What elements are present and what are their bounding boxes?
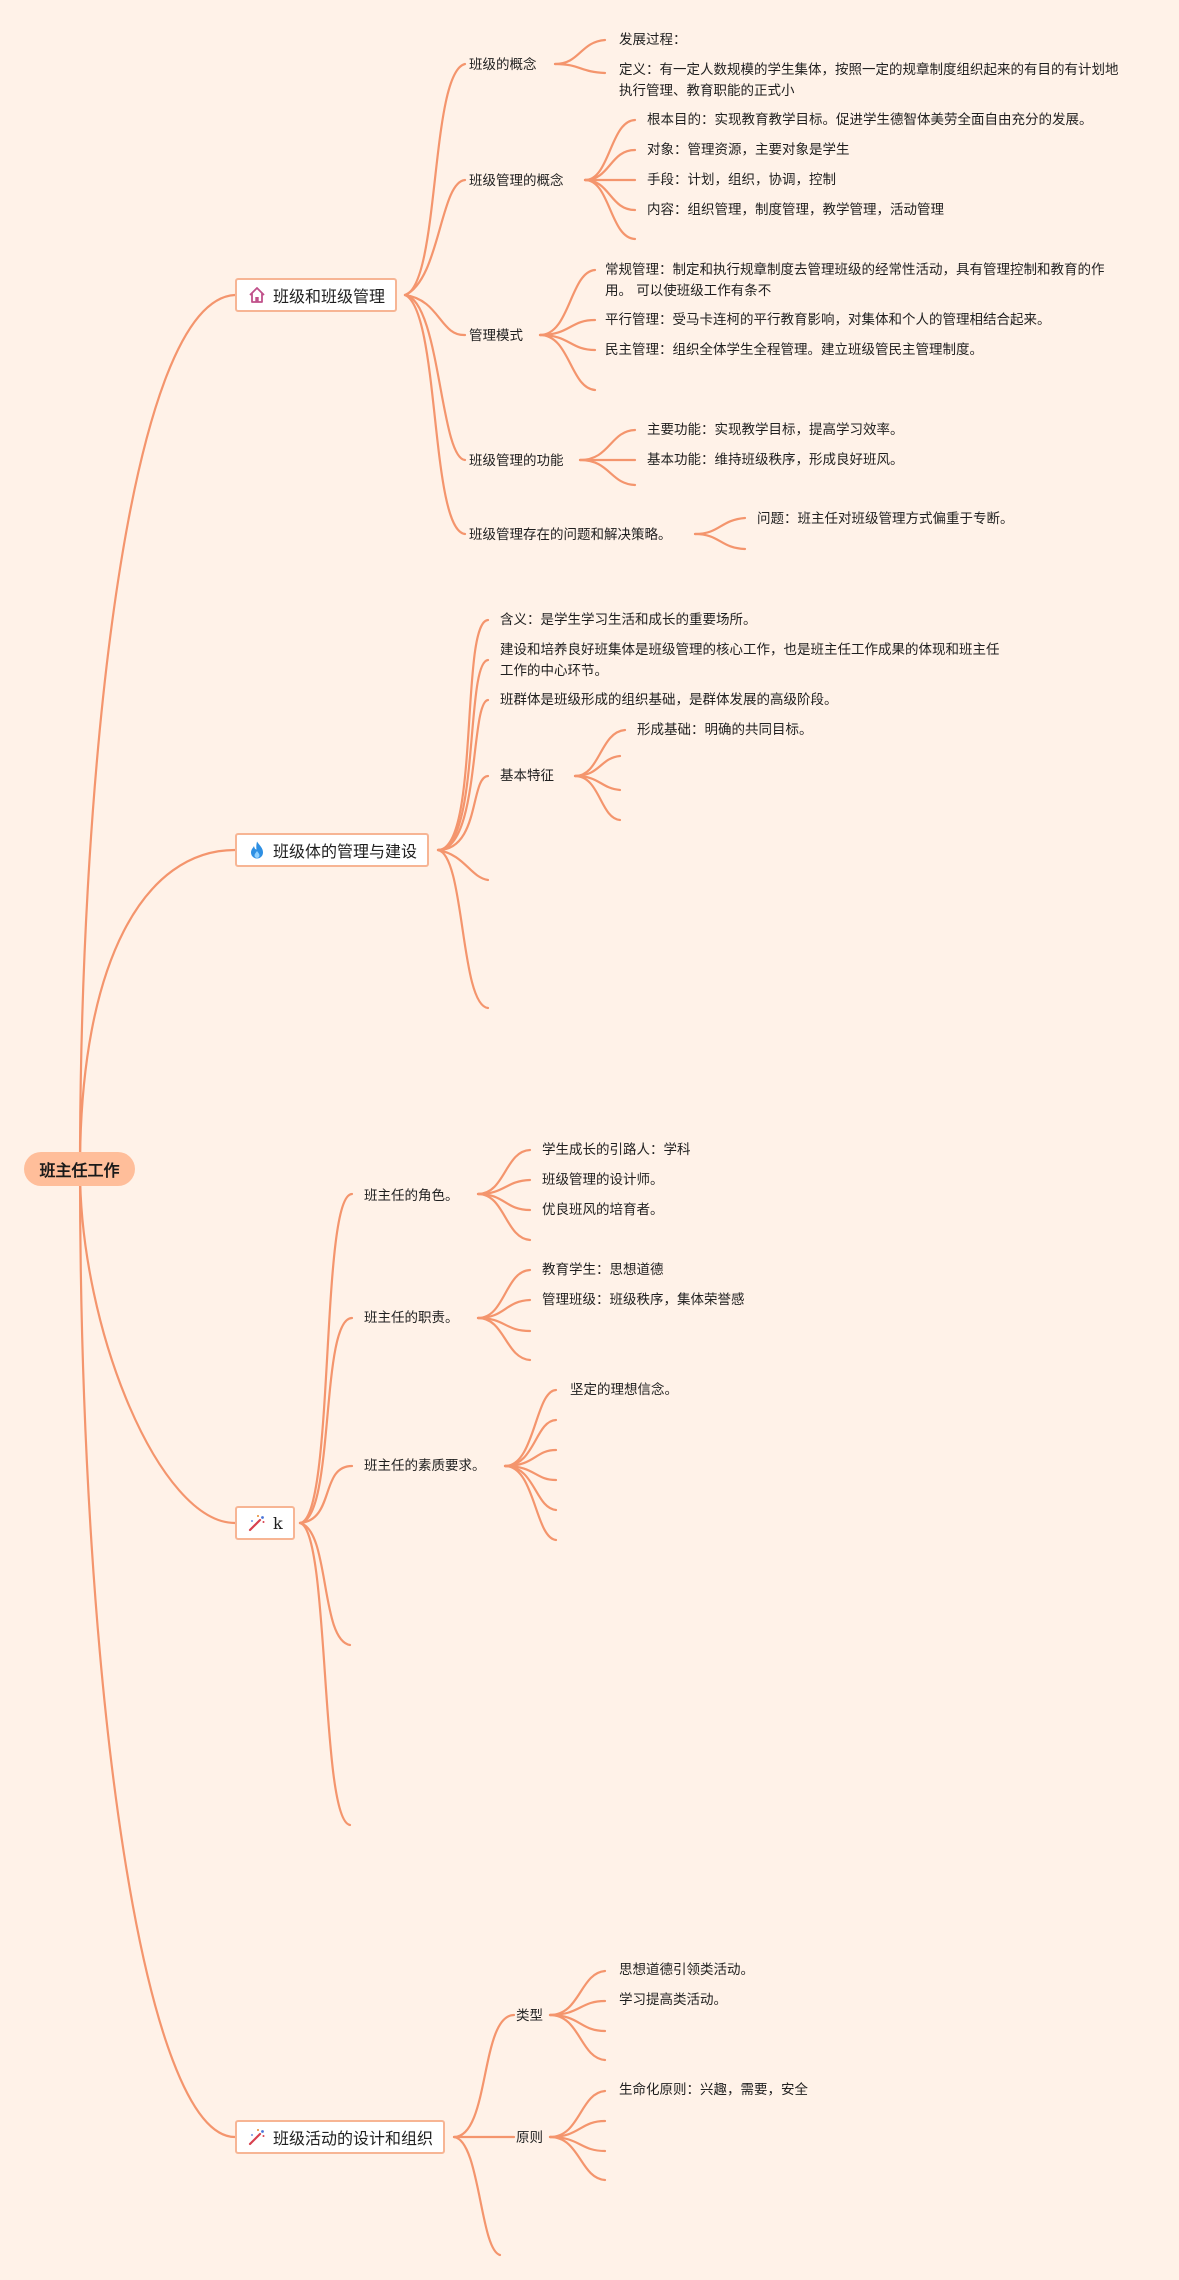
leaf-means[interactable]: 手段：计划，组织，协调，控制 xyxy=(647,172,836,188)
wand-icon xyxy=(247,2127,267,2147)
leaf-democratic-management[interactable]: 民主管理：组织全体学生全程管理。建立班级管民主管理制度。 xyxy=(605,342,983,358)
connector-root-branch2 xyxy=(78,848,237,1171)
home-icon xyxy=(247,285,267,305)
leaf-parallel-management[interactable]: 平行管理：受马卡连柯的平行教育影响，对集体和个人的管理相结合起来。 xyxy=(605,312,1051,328)
leaf-purpose[interactable]: 根本目的：实现教育教学目标。促进学生德智体美劳全面自由充分的发展。 xyxy=(647,112,1093,128)
topic-teacher-qualities[interactable]: 班主任的素质要求。 xyxy=(364,1458,486,1474)
branch-label: 班级活动的设计和组织 xyxy=(273,2129,434,2148)
connector-root-branch4 xyxy=(78,1167,237,2139)
leaf-firm-belief[interactable]: 坚定的理想信念。 xyxy=(570,1382,678,1398)
branch-class-management[interactable]: 班级和班级管理 xyxy=(235,278,398,312)
topic-activity-principles[interactable]: 原则 xyxy=(516,2130,543,2146)
branch-label: 班级和班级管理 xyxy=(273,287,386,306)
leaf-meaning[interactable]: 含义：是学生学习生活和成长的重要场所。 xyxy=(500,612,757,628)
flame-icon xyxy=(247,840,267,860)
leaf-organization-basis[interactable]: 班群体是班级形成的组织基础，是群体发展的高级阶段。 xyxy=(500,692,838,708)
topic-class-management-concept[interactable]: 班级管理的概念 xyxy=(469,173,564,189)
leaf-educate-students[interactable]: 教育学生：思想道德 xyxy=(542,1262,664,1278)
leaf-content[interactable]: 内容：组织管理，制度管理，教学管理，活动管理 xyxy=(647,202,944,218)
topic-teacher-role[interactable]: 班主任的角色。 xyxy=(364,1188,459,1204)
topic-class-concept[interactable]: 班级的概念 xyxy=(469,57,537,73)
leaf-object[interactable]: 对象：管理资源，主要对象是学生 xyxy=(647,142,850,158)
topic-problems-strategies[interactable]: 班级管理存在的问题和解决策略。 xyxy=(469,527,672,543)
leaf-routine-management[interactable]: 常规管理：制定和执行规章制度去管理班级的经常性活动，具有管理控制和教育的作用。 … xyxy=(605,262,1105,299)
leaf-guide[interactable]: 学生成长的引路人：学科 xyxy=(542,1142,691,1158)
branch-class-collective[interactable]: 班级体的管理与建设 xyxy=(235,833,430,867)
leaf-basic-function[interactable]: 基本功能：维持班级秩序，形成良好班风。 xyxy=(647,452,904,468)
topic-management-function[interactable]: 班级管理的功能 xyxy=(469,453,564,469)
leaf-moral-activities[interactable]: 思想道德引领类活动。 xyxy=(619,1962,754,1978)
branch-label: k xyxy=(273,1513,283,1533)
topic-teacher-duties[interactable]: 班主任的职责。 xyxy=(364,1310,459,1326)
branch-teacher-work[interactable]: k xyxy=(235,1506,295,1540)
root-topic[interactable]: 班主任工作 xyxy=(24,1152,135,1186)
leaf-problem[interactable]: 问题：班主任对班级管理方式偏重于专断。 xyxy=(757,511,1014,527)
branch-label: 班级体的管理与建设 xyxy=(273,842,418,861)
leaf-manage-class[interactable]: 管理班级：班级秩序，集体荣誉感 xyxy=(542,1292,745,1308)
leaf-common-goal[interactable]: 形成基础：明确的共同目标。 xyxy=(637,722,813,738)
wand-icon xyxy=(247,1513,267,1533)
leaf-development[interactable]: 发展过程： xyxy=(619,32,687,48)
leaf-definition[interactable]: 定义：有一定人数规模的学生集体，按照一定的规章制度组织起来的有目的有计划地执行管… xyxy=(619,62,1119,99)
topic-management-mode[interactable]: 管理模式 xyxy=(469,328,523,344)
branch-class-activities[interactable]: 班级活动的设计和组织 xyxy=(235,2120,446,2154)
connector-root-branch3 xyxy=(78,1167,237,1525)
leaf-designer[interactable]: 班级管理的设计师。 xyxy=(542,1172,664,1188)
leaf-cultivator[interactable]: 优良班风的培育者。 xyxy=(542,1202,664,1218)
leaf-life-principle[interactable]: 生命化原则：兴趣，需要，安全 xyxy=(619,2082,808,2098)
leaf-main-function[interactable]: 主要功能：实现教学目标，提高学习效率。 xyxy=(647,422,904,438)
topic-activity-types[interactable]: 类型 xyxy=(516,2008,543,2024)
connector-root-branch1 xyxy=(78,293,237,1171)
leaf-core-work[interactable]: 建设和培养良好班集体是班级管理的核心工作，也是班主任工作成果的体现和班主任工作的… xyxy=(500,642,1000,679)
topic-basic-features[interactable]: 基本特征 xyxy=(500,768,554,784)
leaf-study-activities[interactable]: 学习提高类活动。 xyxy=(619,1992,727,2008)
